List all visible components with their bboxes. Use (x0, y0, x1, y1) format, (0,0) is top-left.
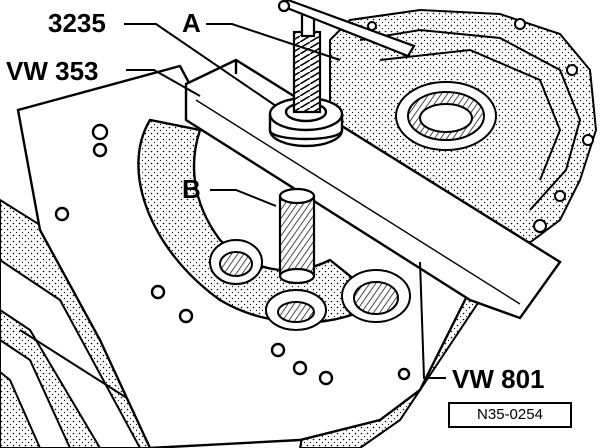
label-3235: 3235 (48, 8, 106, 38)
spindle-a (277, 0, 416, 114)
label-a: A (182, 8, 201, 38)
gear-bores (209, 239, 411, 331)
label-b: B (182, 174, 201, 204)
leader-lines (124, 23, 446, 379)
label-vw801: VW 801 (452, 364, 545, 394)
label-vw353: VW 353 (6, 56, 99, 86)
thrust-piece-b (278, 187, 316, 285)
figure-code-badge: N35-0254 (448, 402, 572, 428)
